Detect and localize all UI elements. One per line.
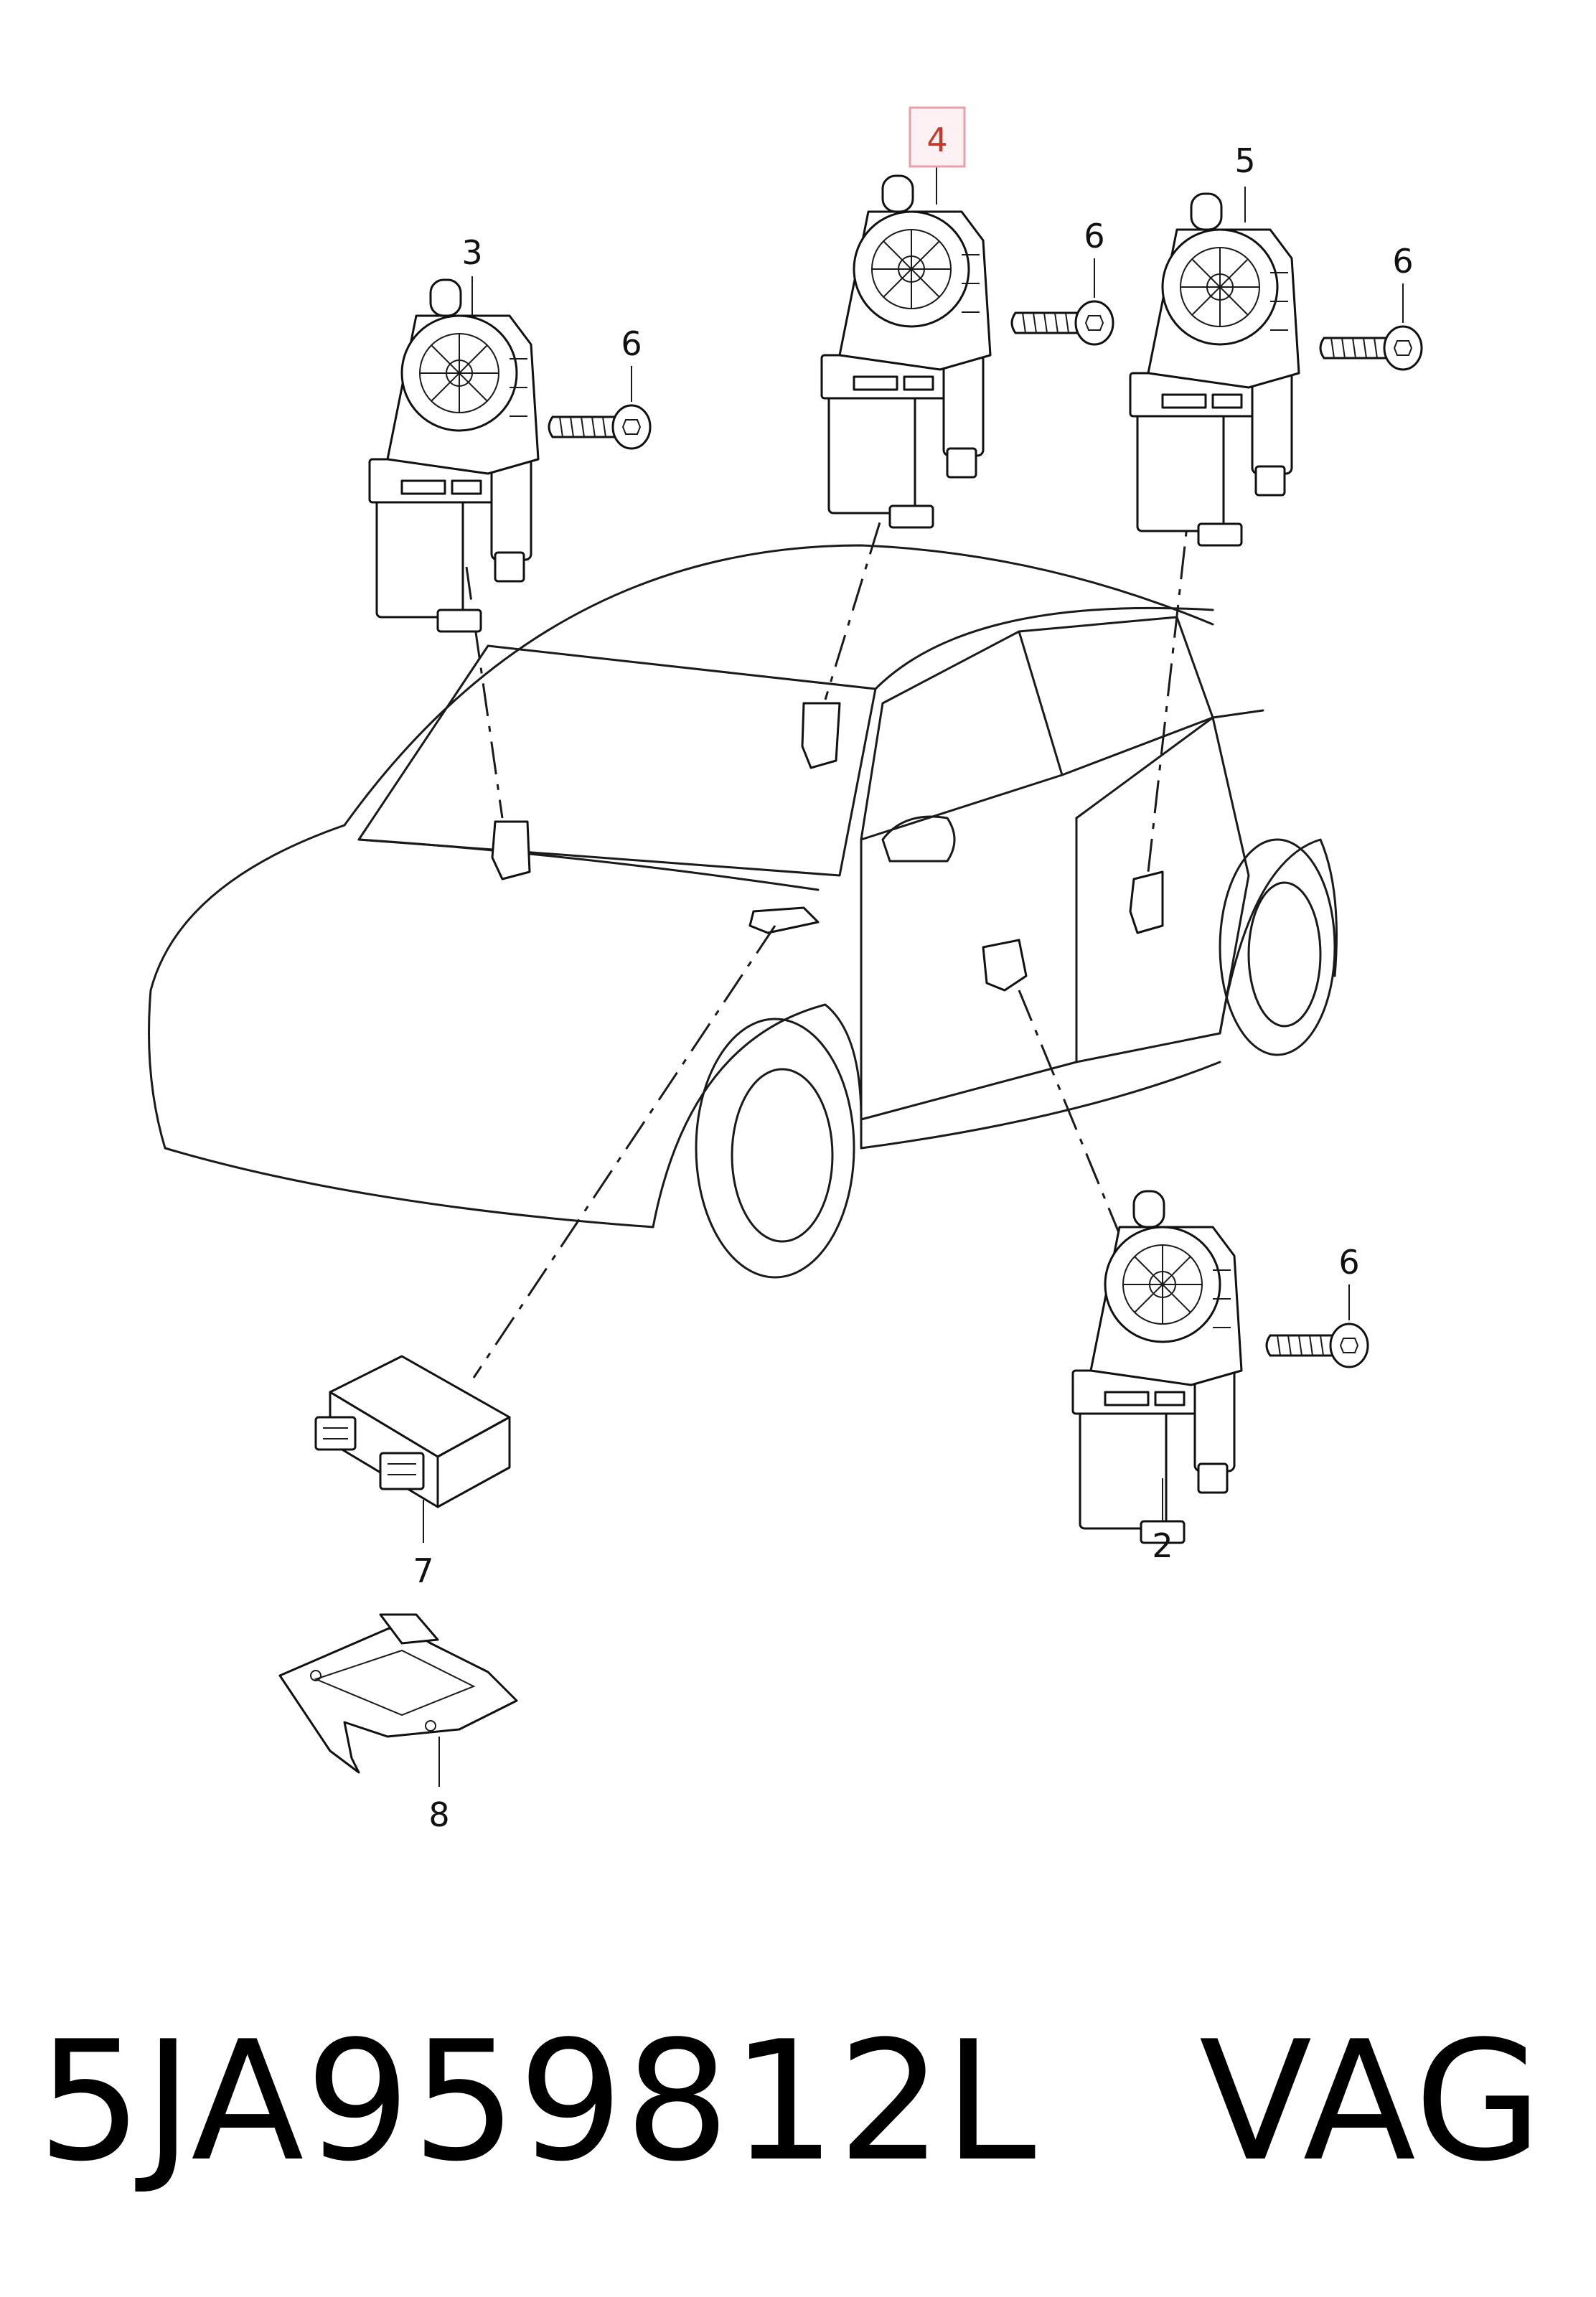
callout-4: 4 [926,121,947,159]
screw-near-4 [1010,258,1114,346]
callout-6-c: 6 [1392,242,1413,281]
motor-5 [1129,187,1300,547]
car-part-markers [491,702,1164,992]
callout-3: 3 [461,233,482,272]
callout-7: 7 [413,1551,433,1590]
screw-near-5 [1319,283,1423,371]
control-unit [314,1355,511,1543]
motor-3 [368,276,540,633]
callout-5: 5 [1234,141,1255,180]
motor-2 [1071,1190,1243,1544]
callout-4-highlight [909,106,966,168]
mounting-bracket [278,1613,518,1787]
screw-near-2 [1265,1284,1369,1368]
motor-4 [820,165,992,529]
callout-6-a: 6 [621,324,642,363]
callout-6-b: 6 [1084,217,1104,255]
callout-2: 2 [1152,1526,1173,1565]
car-outline [148,544,1338,1279]
leader-lines [465,466,1193,1378]
part-number-caption: 5JA959812L VAG [37,2006,1544,2198]
callout-8: 8 [428,1795,449,1834]
callout-6-d: 6 [1338,1243,1359,1282]
screw-near-3 [548,366,652,450]
